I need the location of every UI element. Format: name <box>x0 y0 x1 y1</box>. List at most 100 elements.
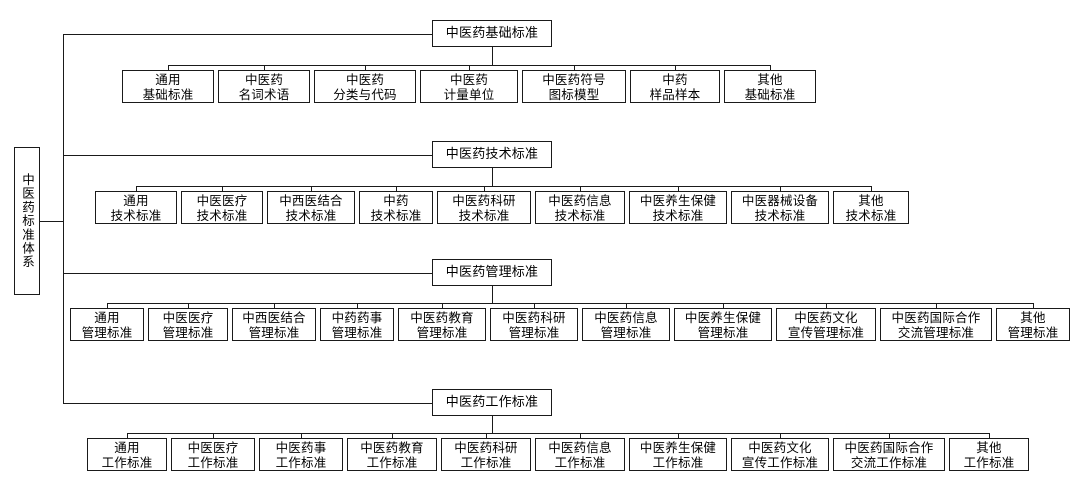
leaf-node-technical-6[interactable]: 中医养生保健技术标准 <box>629 191 727 224</box>
leaf-node-management-10[interactable]: 其他管理标准 <box>996 308 1070 341</box>
category-node-technical[interactable]: 中医药技术标准 <box>432 141 552 168</box>
leaf-node-technical-1[interactable]: 中医医疗技术标准 <box>181 191 263 224</box>
leaf-label-line2: 管理标准 <box>248 324 300 340</box>
leaf-node-technical-8[interactable]: 其他技术标准 <box>833 191 909 224</box>
leaf-node-work-4[interactable]: 中医药科研工作标准 <box>441 438 531 471</box>
leaf-label-line2: 管理标准 <box>508 324 560 340</box>
leaf-node-basic-6[interactable]: 其他基础标准 <box>724 70 816 103</box>
leaf-label-line1: 中医药信息 <box>548 192 612 208</box>
child-stem-work-1 <box>213 433 214 438</box>
leaf-label-line2: 技术标准 <box>554 207 606 223</box>
leaf-node-management-7[interactable]: 中医养生保健管理标准 <box>674 308 772 341</box>
leaf-label-line2: 工作标准 <box>101 454 153 470</box>
leaf-node-management-0[interactable]: 通用管理标准 <box>70 308 144 341</box>
leaf-label-line2: 技术标准 <box>285 207 337 223</box>
leaf-node-management-3[interactable]: 中药药事管理标准 <box>320 308 394 341</box>
leaf-node-management-9[interactable]: 中医药国际合作交流管理标准 <box>880 308 992 341</box>
leaf-label-line2: 管理标准 <box>416 324 468 340</box>
leaf-label-line1: 通用 <box>114 439 140 455</box>
leaf-node-work-0[interactable]: 通用工作标准 <box>87 438 167 471</box>
category-stem-basic <box>492 47 493 65</box>
leaf-node-management-8[interactable]: 中医药文化宣传管理标准 <box>776 308 876 341</box>
child-stem-technical-1 <box>222 186 223 191</box>
leaf-label-line1: 中医医疗 <box>187 439 239 455</box>
child-stem-technical-3 <box>396 186 397 191</box>
leaf-node-management-1[interactable]: 中医医疗管理标准 <box>148 308 228 341</box>
leaf-node-technical-2[interactable]: 中西医结合技术标准 <box>267 191 355 224</box>
child-stem-work-4 <box>486 433 487 438</box>
child-stem-management-1 <box>188 303 189 308</box>
child-stem-management-3 <box>357 303 358 308</box>
category-node-basic[interactable]: 中医药基础标准 <box>432 20 552 47</box>
leaf-label-line1: 中医养生保健 <box>639 192 717 208</box>
leaf-label-line1: 其他 <box>1020 309 1046 325</box>
leaf-label-line1: 其他 <box>757 71 783 87</box>
leaf-label-line2: 工作标准 <box>652 454 704 470</box>
leaf-label-line2: 基础标准 <box>744 86 796 102</box>
leaf-node-basic-1[interactable]: 中医药名词术语 <box>218 70 310 103</box>
leaf-node-technical-5[interactable]: 中医药信息技术标准 <box>535 191 625 224</box>
leaf-label-line2: 宣传管理标准 <box>787 324 865 340</box>
leaf-node-basic-3[interactable]: 中医药计量单位 <box>420 70 518 103</box>
leaf-node-work-8[interactable]: 中医药国际合作交流工作标准 <box>833 438 945 471</box>
leaf-label-line1: 中药 <box>662 71 688 87</box>
leaf-label-line1: 中医器械设备 <box>741 192 819 208</box>
child-stem-management-0 <box>107 303 108 308</box>
leaf-label-line1: 中医药教育 <box>410 309 474 325</box>
leaf-label-line2: 技术标准 <box>652 207 704 223</box>
child-stem-management-10 <box>1033 303 1034 308</box>
leaf-node-work-9[interactable]: 其他工作标准 <box>949 438 1029 471</box>
category-label: 中医药工作标准 <box>445 394 539 410</box>
leaf-label-line2: 交流管理标准 <box>897 324 975 340</box>
leaf-node-basic-2[interactable]: 中医药分类与代码 <box>314 70 416 103</box>
leaf-node-work-6[interactable]: 中医养生保健工作标准 <box>629 438 727 471</box>
child-stem-management-6 <box>626 303 627 308</box>
child-stem-basic-4 <box>574 65 575 70</box>
leaf-node-management-2[interactable]: 中西医结合管理标准 <box>232 308 316 341</box>
category-node-management[interactable]: 中医药管理标准 <box>432 259 552 286</box>
category-node-work[interactable]: 中医药工作标准 <box>432 389 552 416</box>
leaf-node-technical-4[interactable]: 中医药科研技术标准 <box>437 191 531 224</box>
root-connector-line <box>40 221 63 222</box>
leaf-label-line1: 中药 <box>383 192 409 208</box>
leaf-label-line2: 管理标准 <box>162 324 214 340</box>
leaf-node-work-7[interactable]: 中医药文化宣传工作标准 <box>731 438 829 471</box>
root-node-tcm-standard-system[interactable]: 中医药标准体系 <box>14 147 40 295</box>
leaf-node-work-2[interactable]: 中医药事工作标准 <box>259 438 343 471</box>
child-stem-technical-5 <box>580 186 581 191</box>
leaf-node-work-1[interactable]: 中医医疗工作标准 <box>171 438 255 471</box>
leaf-label-line1: 中医药科研 <box>454 439 518 455</box>
leaf-node-basic-5[interactable]: 中药样品样本 <box>630 70 720 103</box>
leaf-node-management-4[interactable]: 中医药教育管理标准 <box>398 308 486 341</box>
leaf-label-line2: 工作标准 <box>187 454 239 470</box>
child-stem-basic-6 <box>770 65 771 70</box>
child-stem-technical-7 <box>780 186 781 191</box>
child-stem-work-9 <box>989 433 990 438</box>
leaf-label-line1: 中医药信息 <box>548 439 612 455</box>
leaf-label-line2: 技术标准 <box>110 207 162 223</box>
leaf-node-basic-4[interactable]: 中医药符号图标模型 <box>522 70 626 103</box>
child-stem-management-2 <box>274 303 275 308</box>
leaf-node-work-3[interactable]: 中医药教育工作标准 <box>347 438 437 471</box>
leaf-node-technical-0[interactable]: 通用技术标准 <box>95 191 177 224</box>
category-label: 中医药管理标准 <box>445 264 539 280</box>
leaf-label-line2: 宣传工作标准 <box>741 454 819 470</box>
leaf-label-line1: 中医药信息 <box>594 309 658 325</box>
leaf-label-line1: 中医药符号 <box>542 71 606 87</box>
leaf-node-technical-3[interactable]: 中药技术标准 <box>359 191 433 224</box>
category-label: 中医药技术标准 <box>445 146 539 162</box>
leaf-node-management-5[interactable]: 中医药科研管理标准 <box>490 308 578 341</box>
child-stem-management-5 <box>534 303 535 308</box>
leaf-label-line2: 名词术语 <box>238 86 290 102</box>
leaf-node-management-6[interactable]: 中医药信息管理标准 <box>582 308 670 341</box>
child-stem-basic-5 <box>675 65 676 70</box>
leaf-node-work-5[interactable]: 中医药信息工作标准 <box>535 438 625 471</box>
leaf-label-line1: 中西医结合 <box>279 192 343 208</box>
child-stem-technical-4 <box>484 186 485 191</box>
leaf-label-line2: 技术标准 <box>196 207 248 223</box>
leaf-node-technical-7[interactable]: 中医器械设备技术标准 <box>731 191 829 224</box>
leaf-label-line2: 技术标准 <box>458 207 510 223</box>
leaf-label-line2: 管理标准 <box>331 324 383 340</box>
leaf-node-basic-0[interactable]: 通用基础标准 <box>122 70 214 103</box>
